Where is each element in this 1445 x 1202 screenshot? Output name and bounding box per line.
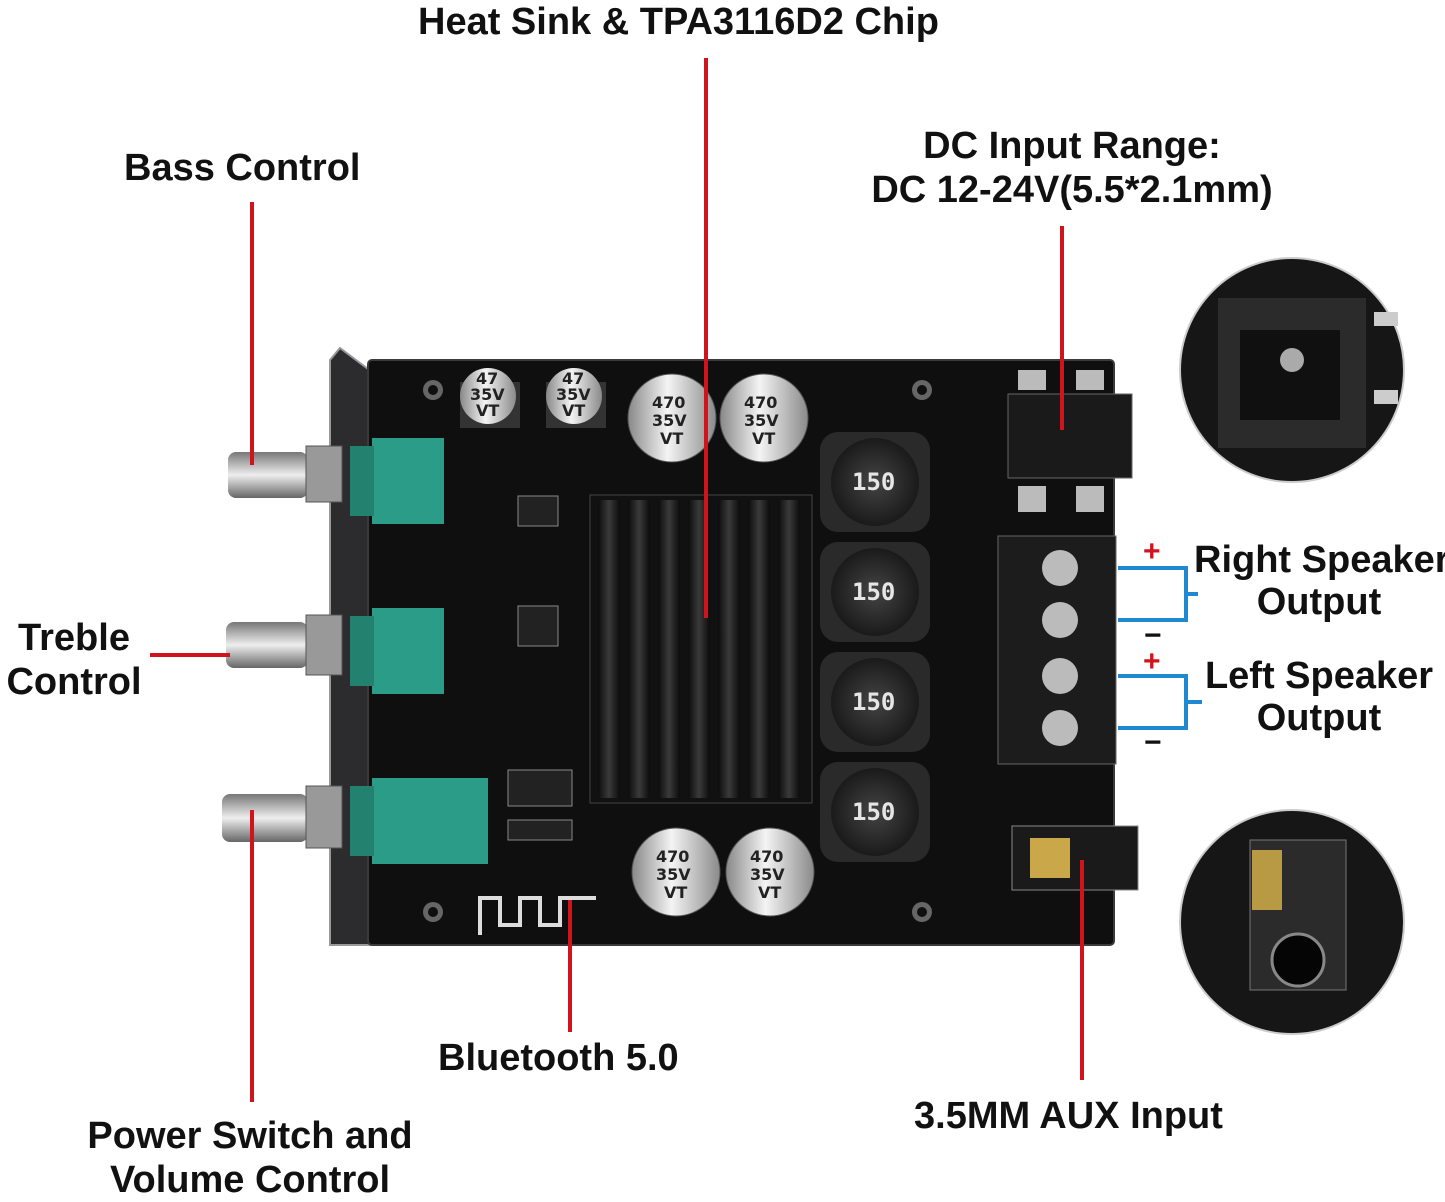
large-capacitor-4: 470 35V VT: [725, 827, 815, 917]
aux-input-label: 3.5MM AUX Input: [914, 1095, 1223, 1137]
bass-control-label: Bass Control: [124, 147, 361, 189]
heat-sink-label: Heat Sink & TPA3116D2 Chip: [418, 1, 939, 43]
bluetooth-antenna: [478, 896, 596, 935]
cap-small-mark-b: 35V: [470, 385, 505, 404]
inductor-2: 150: [820, 542, 930, 642]
right-plus-sign: +: [1143, 535, 1161, 568]
inductor-1: 150: [820, 432, 930, 532]
left-minus-sign: −: [1144, 726, 1162, 759]
cap-large-mark-a: 470: [656, 847, 689, 866]
cap-small-mark-a: 47: [476, 369, 498, 388]
aux-jack: [1011, 825, 1139, 891]
dc-input-label-line2: DC 12-24V(5.5*2.1mm): [871, 169, 1273, 211]
cap-small-mark-a: 47: [562, 369, 584, 388]
power-volume-label-line1: Power Switch and: [87, 1115, 413, 1157]
cap-small-mark-b: 35V: [556, 385, 591, 404]
dc-jack: [1007, 370, 1133, 512]
inductor-3: 150: [820, 652, 930, 752]
cap-large-mark-a: 470: [744, 393, 777, 412]
inductor-marking: 150: [852, 468, 895, 496]
potentiometer-bass: [350, 438, 444, 524]
large-capacitor-2: 470 35V VT: [719, 373, 809, 463]
right-output-bracket: [1118, 566, 1198, 622]
left-plus-sign: +: [1143, 645, 1161, 678]
treble-knob: [226, 614, 343, 676]
leader-lines: [150, 58, 1084, 1102]
inductor-4: 150: [820, 762, 930, 862]
left-speaker-label-line1: Left Speaker: [1204, 655, 1434, 697]
aux-jack-closeup: [1179, 809, 1405, 1035]
speaker-terminal-block: [997, 535, 1117, 765]
cap-large-mark-b: 35V: [652, 411, 687, 430]
treble-label-line1: Treble: [18, 617, 130, 659]
potentiometer-treble: [350, 608, 444, 694]
cap-large-mark-c: VT: [758, 883, 781, 902]
inductor-marking: 150: [852, 578, 895, 606]
volume-knob: [222, 785, 343, 849]
power-volume-label-line2: Volume Control: [109, 1159, 391, 1201]
cap-large-mark-c: VT: [664, 883, 687, 902]
cap-large-mark-b: 35V: [656, 865, 691, 884]
cap-large-mark-b: 35V: [750, 865, 785, 884]
cap-large-mark-c: VT: [660, 429, 683, 448]
potentiometer-volume: [350, 778, 488, 864]
cap-small-mark-c: VT: [562, 401, 585, 420]
heat-sink: [589, 494, 813, 804]
small-capacitor-1: 47 35V VT: [460, 368, 520, 428]
treble-label-line2: Control: [6, 661, 142, 703]
left-speaker-label-line2: Output: [1256, 697, 1382, 739]
inductor-marking: 150: [852, 798, 895, 826]
bass-knob: [228, 445, 343, 503]
bluetooth-label: Bluetooth 5.0: [438, 1037, 679, 1079]
cap-large-mark-b: 35V: [744, 411, 779, 430]
small-capacitor-2: 47 35V VT: [546, 368, 606, 428]
large-capacitor-1: 470 35V VT: [627, 373, 717, 463]
large-capacitor-3: 470 35V VT: [631, 827, 721, 917]
dc-input-label-line1: DC Input Range:: [923, 125, 1221, 167]
right-minus-sign: −: [1144, 619, 1162, 652]
cap-large-mark-a: 470: [652, 393, 685, 412]
right-speaker-label-line2: Output: [1256, 581, 1382, 623]
ic-chips: [507, 495, 573, 841]
cap-large-mark-a: 470: [750, 847, 783, 866]
left-output-bracket: [1118, 674, 1202, 730]
cap-small-mark-c: VT: [476, 401, 499, 420]
inductor-marking: 150: [852, 688, 895, 716]
right-speaker-label-line1: Right Speaker: [1194, 539, 1445, 581]
cap-large-mark-c: VT: [752, 429, 775, 448]
output-brackets: [1118, 566, 1202, 730]
dc-jack-closeup: [1179, 257, 1405, 483]
